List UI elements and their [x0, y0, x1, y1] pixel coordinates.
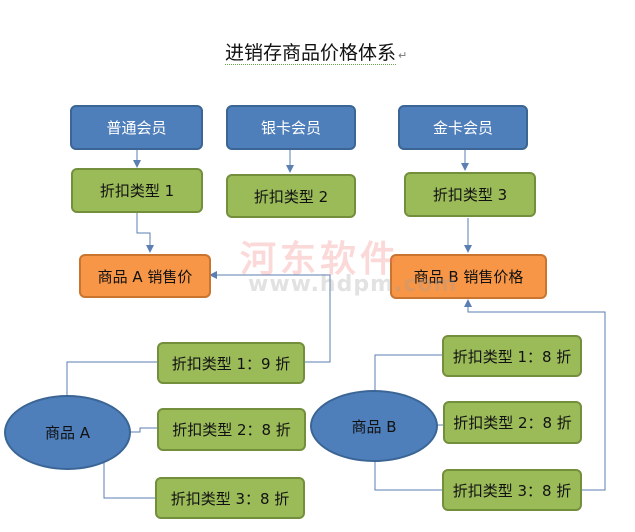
- connector-product-a-to-type1: [66, 361, 157, 395]
- price-a-box: 商品 A 销售价: [79, 254, 211, 298]
- connector-type1-to-price-a: [136, 213, 154, 253]
- product-a-ellipse: 商品 A: [4, 395, 131, 470]
- connector-b-type3-to-price-b: [464, 299, 606, 491]
- paragraph-mark-icon: ↵: [398, 49, 408, 62]
- member-regular-box: 普通会员: [70, 105, 203, 150]
- member-silver-box: 银卡会员: [226, 105, 356, 150]
- discount-type3-box: 折扣类型 3: [404, 172, 536, 217]
- connector-product-a-to-type2: [130, 427, 157, 433]
- member-gold-box: 金卡会员: [398, 105, 528, 150]
- connector-product-a-to-type3: [103, 462, 155, 499]
- discount-type1-box: 折扣类型 1: [71, 168, 203, 213]
- product-b-discount-3: 折扣类型 3：8 折: [442, 469, 582, 511]
- product-b-discount-2: 折扣类型 2：8 折: [443, 401, 582, 444]
- watermark-url: www.hdpm.com: [248, 272, 458, 297]
- page-title: 进销存商品价格体系↵: [225, 42, 408, 65]
- product-b-ellipse: 商品 B: [310, 390, 438, 462]
- discount-type2-box: 折扣类型 2: [226, 174, 356, 218]
- product-a-discount-3: 折扣类型 3：8 折: [155, 477, 305, 519]
- connector-product-b-to-type1: [374, 354, 442, 395]
- connector-product-b-to-type3: [374, 458, 442, 491]
- price-b-box: 商品 B 销售价格: [390, 254, 547, 299]
- product-a-discount-2: 折扣类型 2：8 折: [157, 408, 306, 451]
- connector-a-type1-to-price-a: [209, 271, 331, 363]
- watermark-logo: 河东软件: [240, 239, 401, 280]
- product-a-discount-1: 折扣类型 1：9 折: [157, 342, 305, 384]
- product-b-discount-1: 折扣类型 1：8 折: [442, 335, 582, 377]
